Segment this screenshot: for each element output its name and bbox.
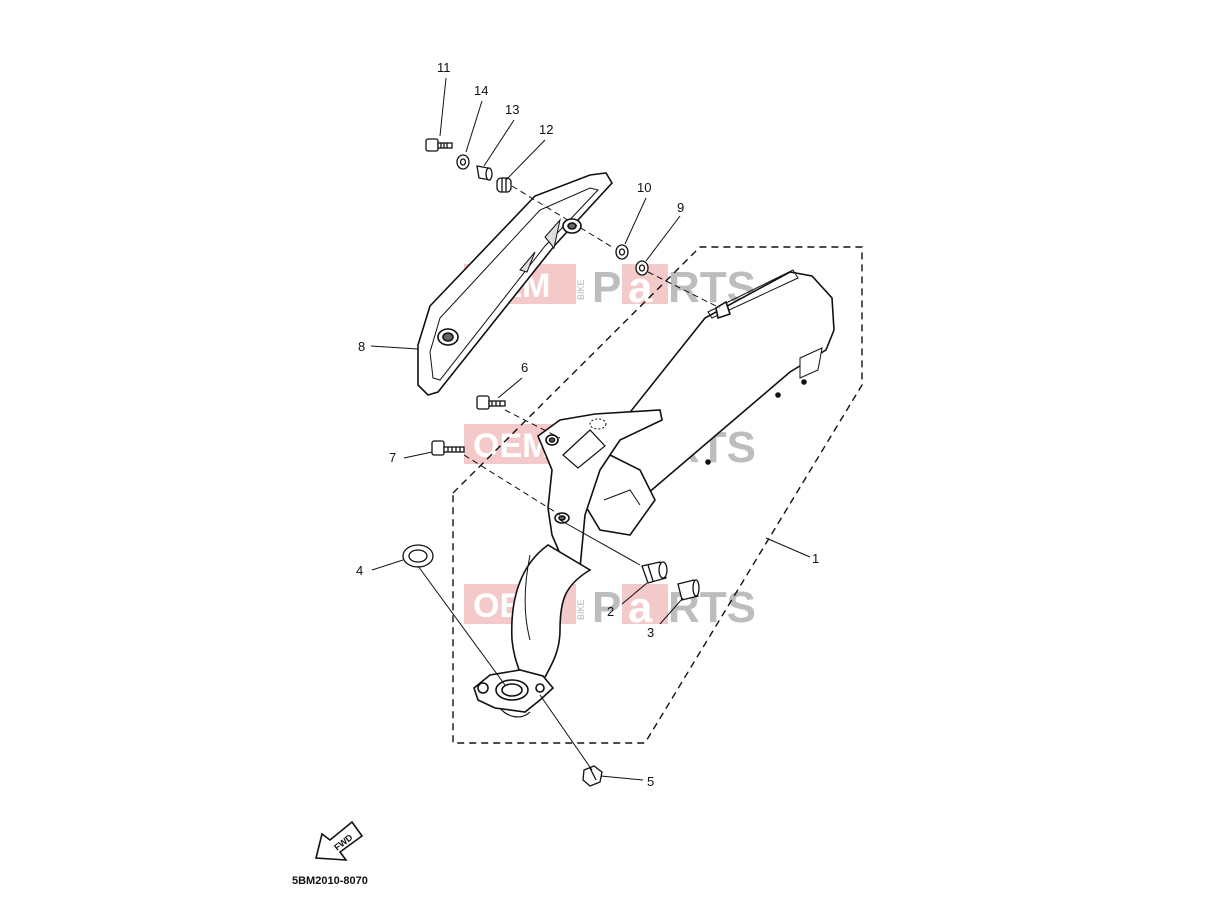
nut-5-part — [582, 765, 603, 787]
callout-5: 5 — [647, 774, 654, 789]
washer-14-part — [456, 154, 470, 170]
callout-labels: 1 2 3 4 5 6 7 8 9 10 11 12 13 14 — [356, 60, 819, 789]
gasket-4-part — [402, 544, 434, 568]
collar-13-part — [476, 165, 493, 181]
callout-3: 3 — [647, 625, 654, 640]
callout-12: 12 — [539, 122, 553, 137]
collar-3-part — [677, 579, 700, 601]
callout-8: 8 — [358, 339, 365, 354]
grommet-12-part — [496, 177, 512, 193]
washer-10-part — [615, 244, 629, 260]
watermark-bike: BIKE — [576, 599, 586, 620]
assembly-boundary — [452, 246, 863, 744]
callout-4: 4 — [356, 563, 363, 578]
fwd-arrow-icon: FWD — [314, 820, 364, 861]
callout-13: 13 — [505, 102, 519, 117]
callout-7: 7 — [389, 450, 396, 465]
bolt-6-part — [476, 395, 506, 410]
grommet-2-part — [641, 561, 668, 584]
watermark-parts-a: a — [628, 583, 653, 632]
washer-9-part — [635, 260, 649, 276]
bolt-11-part — [425, 138, 453, 152]
bolt-7-part — [431, 440, 465, 456]
leader-lines — [370, 77, 811, 781]
callout-1: 1 — [812, 551, 819, 566]
callout-11: 11 — [437, 60, 451, 75]
callout-9: 9 — [677, 200, 684, 215]
callout-6: 6 — [521, 360, 528, 375]
muffler-assembly — [473, 269, 835, 718]
watermark-parts-p: P — [592, 583, 621, 632]
callout-10: 10 — [637, 180, 651, 195]
callout-14: 14 — [474, 83, 488, 98]
watermark-bike: BIKE — [576, 279, 586, 300]
watermark-oem: OEM — [473, 427, 550, 465]
watermark-parts-p: P — [592, 263, 621, 312]
callout-2: 2 — [607, 604, 614, 619]
diagram-part-code: 5BM2010-8070 — [292, 875, 368, 887]
heat-protector — [417, 172, 613, 396]
